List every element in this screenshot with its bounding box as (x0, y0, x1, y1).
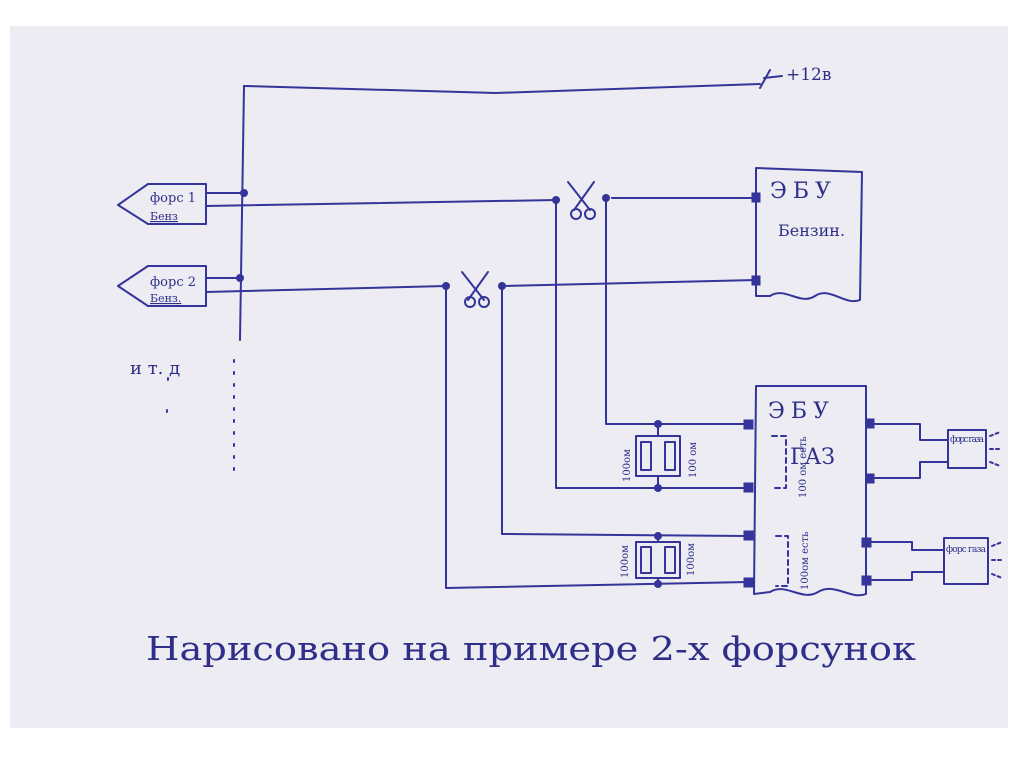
gas-injector-1-spray (989, 431, 1003, 467)
gas-ecu-internal-resistor-1 (771, 435, 787, 489)
supply-label: +12в (786, 65, 831, 85)
injector-2-wire-signal (205, 285, 447, 293)
injector-1-label: форс 1 (150, 191, 196, 206)
injector-1-body (117, 183, 207, 225)
junction-dot (654, 580, 662, 588)
gas-injector-2-spray (991, 541, 1005, 579)
gas-ecu-pin-out-4 (861, 575, 872, 586)
resistor-pair-1 (635, 423, 681, 489)
cut-scissors-1-icon (567, 181, 596, 220)
channel-2-lower-wire (445, 285, 749, 589)
petrol-ecu-subtitle: Бензин. (778, 221, 845, 240)
gas-ecu-pin-in-2 (743, 482, 754, 493)
gas-ecu-pin-out-2 (865, 473, 875, 484)
gas-ecu-subtitle: ГАЗ (790, 445, 835, 470)
gas-injector-1-wires (871, 423, 949, 479)
petrol-ecu-box (755, 167, 863, 303)
gas-injector-2-label: форс газа (946, 545, 987, 555)
channel-1-upper-wire (605, 197, 749, 425)
etc-label: и т. д (130, 358, 180, 379)
gas-ecu-pin-out-1 (865, 418, 875, 429)
resistor-1b-label: 100 ом (688, 442, 699, 478)
junction-dot (236, 274, 244, 282)
junction-dot (498, 282, 506, 290)
resistor-1a (640, 441, 652, 471)
petrol-ecu-title: ЭБУ (770, 179, 837, 204)
petrol-ecu-pin-1 (751, 192, 761, 203)
resistor-2a-label: 100ом (620, 545, 631, 578)
supply-wire (243, 83, 761, 94)
junction-dot (442, 282, 450, 290)
resistor-1a-label: 100ом (622, 449, 633, 482)
gas-ecu-pin-in-4 (743, 577, 754, 588)
injector-2-sublabel: Бенз. (150, 292, 181, 305)
gas-ecu-pin-in-3 (743, 530, 754, 541)
channel-1-lower-wire (555, 199, 749, 489)
gas-injector-2-wires (871, 541, 945, 581)
junction-dot (602, 194, 610, 202)
gas-ecu-pin-out-3 (861, 537, 872, 548)
injector-1-sublabel: Бенз (150, 210, 178, 223)
junction-dot (552, 196, 560, 204)
gas-ecu-internal-1-label: 100 ом есть (798, 436, 809, 498)
supply-symbol (759, 69, 783, 89)
gas-injector-1-label: форс газа (950, 435, 985, 445)
injector-2-label: форс 2 (150, 275, 196, 290)
gas-injector-2-body (943, 537, 989, 585)
petrol-ecu-pin-2 (751, 275, 761, 286)
junction-dot (654, 532, 662, 540)
gas-ecu-title: ЭБУ (768, 399, 835, 424)
junction-dot (654, 484, 662, 492)
resistor-2b (664, 546, 676, 574)
junction-dot (654, 420, 662, 428)
gas-ecu-pin-in-1 (743, 419, 754, 430)
etc-dots (165, 377, 169, 441)
resistor-2b-label: 100ом (686, 543, 697, 576)
gas-ecu-box (753, 385, 867, 597)
gas-ecu-internal-resistor-2 (775, 535, 789, 587)
gas-ecu-internal-2-label: 100ом есть (800, 531, 811, 590)
injector-1-wire-signal (205, 199, 557, 207)
gas-injector-1-body (947, 429, 987, 469)
caption: Нарисовано на примере 2-х форсунок (146, 629, 916, 668)
injector-2-wire-to-ecu (501, 279, 757, 287)
resistor-2a (640, 546, 652, 574)
paper-sheet (10, 26, 1008, 728)
supply-vertical-bus (239, 85, 245, 341)
injector-2-body (117, 265, 207, 307)
channel-2-upper-wire (501, 285, 749, 537)
resistor-1b (664, 441, 676, 471)
junction-dot (240, 189, 248, 197)
cut-scissors-2-icon (461, 271, 490, 308)
